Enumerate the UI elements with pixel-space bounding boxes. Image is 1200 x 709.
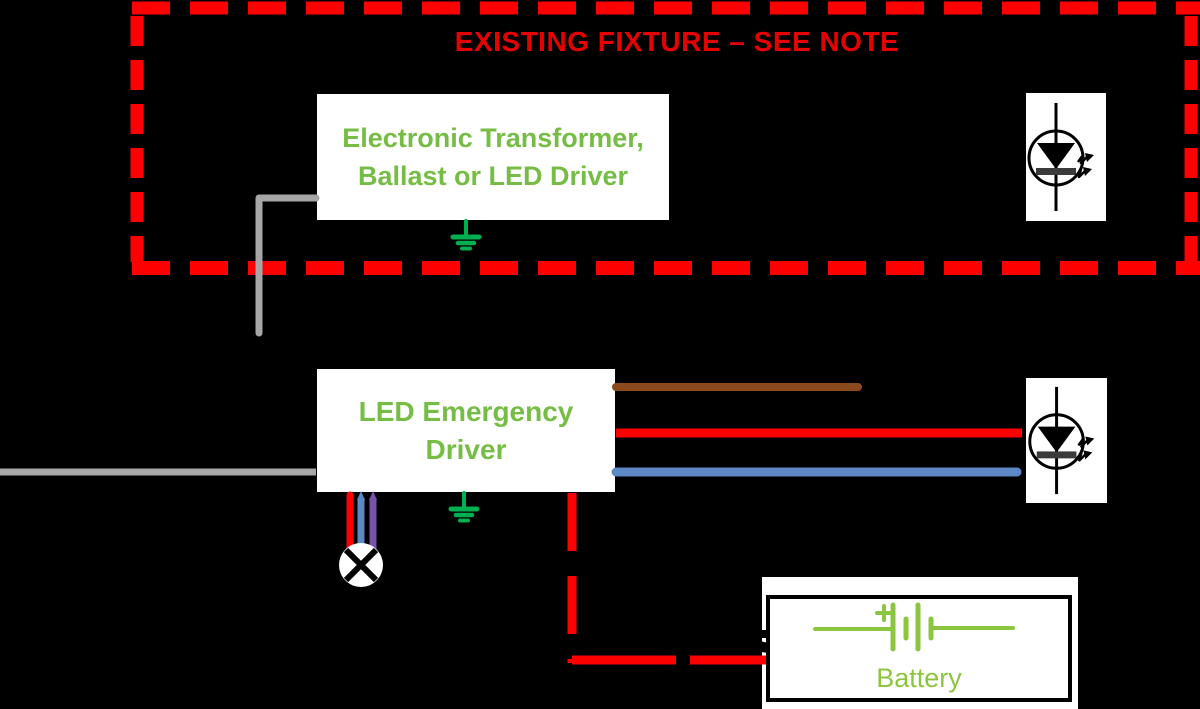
driver-label-line2: Driver [425,433,507,465]
led-lamp-box-top [1026,93,1106,221]
driver-ground-icon [448,491,480,523]
fixture-title: EXISTING FIXTURE – SEE NOTE [454,26,900,57]
driver-label-line1: LED Emergency [358,395,574,427]
lamp-wire-purple-arrow [369,491,377,500]
lamp-wire-blue-arrow [357,491,365,500]
transformer-box: Electronic Transformer, Ballast or LED D… [317,94,669,220]
battery-label: Battery [876,663,962,693]
led-lamp-box-bottom [1026,378,1107,503]
lamp-circle [339,543,383,587]
lamp-x-stroke-2 [343,547,379,583]
supply-wire-gray [255,194,320,337]
transformer-label-line2: Ballast or LED Driver [357,161,629,191]
emergency-driver-box: LED Emergency Driver [317,369,615,492]
transformer-ground-icon [450,219,482,251]
transformer-label-line1: Electronic Transformer, [342,123,644,153]
lamp-icon [339,543,383,587]
lamp-x-stroke-1 [343,547,379,583]
